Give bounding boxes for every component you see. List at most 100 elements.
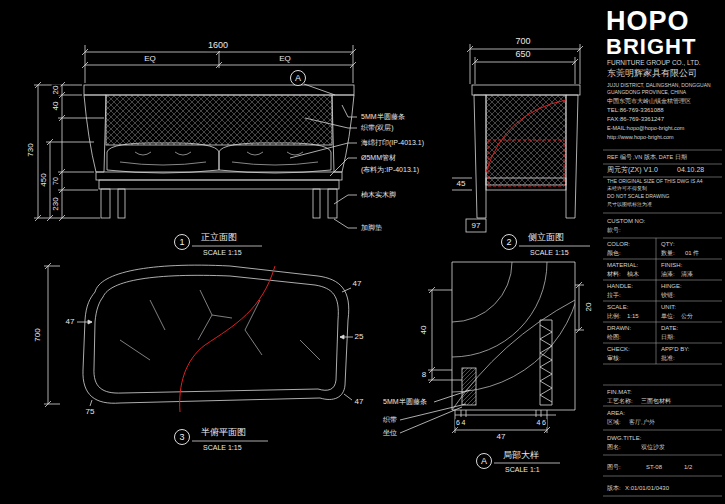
title-block-text: 双位沙发 xyxy=(640,444,666,451)
dimension-text: 700 xyxy=(514,37,531,47)
title-block-text: 版本: xyxy=(606,485,622,492)
callout-text: (布料为:IP-4013.1) xyxy=(360,166,420,174)
title-block-text: ST-08 xyxy=(645,464,663,471)
title-block-text: 单位: xyxy=(660,313,676,320)
title-block-text: 周元芳(ZX) V1.0 xyxy=(606,166,659,174)
view-number-bubble: 3 xyxy=(174,429,190,445)
callout-text: 柚木实木脚 xyxy=(360,191,397,199)
dimension-text: 47 xyxy=(65,318,76,327)
title-block-text: 油漆: xyxy=(660,271,676,278)
logo-text: HOPO xyxy=(605,7,691,37)
title-block-text: DRAWN: xyxy=(606,325,632,332)
title-block-text: QTY: xyxy=(660,241,676,248)
title-block-text: 颜色: xyxy=(606,250,622,257)
title-block-text: APP'D BY: xyxy=(660,346,691,353)
dimension-text: 70 xyxy=(52,176,60,186)
callout-text: 海绵打印(IP-4013.1) xyxy=(360,139,425,147)
title-block-text: FURNITURE GROUP CO., LTD. xyxy=(606,59,702,66)
dimension-text: EQ xyxy=(143,55,157,64)
title-block-text: HINGE: xyxy=(660,283,683,290)
title-block-text: GUANGDONG PROVINCE, CHINA xyxy=(606,90,687,96)
title-block-text: DWG.TITLE: xyxy=(606,435,642,442)
title-block-text: 01 件 xyxy=(684,250,700,257)
title-block-text: 铰链: xyxy=(660,292,676,299)
title-block-text: FIN.MAT: xyxy=(606,389,633,396)
title-block-text: 公分 xyxy=(680,313,694,320)
callout-text: 织带 xyxy=(382,416,398,424)
title-block-grid xyxy=(603,150,722,496)
title-block-text: E-MAIL:hopo@hopo-bright.com xyxy=(606,125,685,131)
bubble-number: A xyxy=(295,74,301,83)
title-block-text: DATE: xyxy=(660,325,679,332)
view-title: 局部大样 xyxy=(502,451,540,461)
dimension-text: 650 xyxy=(514,50,531,60)
view-title: 正立面图 xyxy=(200,233,238,243)
dimension-text: 4 xyxy=(461,419,467,427)
title-block-text: 绘图: xyxy=(606,334,622,341)
dimension-text: 47 xyxy=(354,398,365,407)
dimension-text: 25 xyxy=(354,333,365,342)
view-title: 侧立面图 xyxy=(527,233,565,243)
view-number-bubble: A xyxy=(476,453,492,469)
title-block-text: X:01/01/01/0430 xyxy=(624,485,670,492)
title-block-text: AREA: xyxy=(606,410,626,417)
title-block-text: 批准: xyxy=(660,355,676,362)
title-block-text: 未经许可不得复制 xyxy=(606,186,648,192)
view-number-bubble: 2 xyxy=(501,234,517,250)
title-block-text: 款号: xyxy=(606,227,622,234)
view-number-bubble: A xyxy=(290,70,306,86)
dimension-text: 97 xyxy=(471,222,482,231)
dimension-text: 40 xyxy=(420,325,429,336)
dimension-text: 20 xyxy=(585,302,594,313)
title-block-text: 中国东莞市大岭山镇金桔管理区 xyxy=(606,98,692,104)
dimension-text: 45 xyxy=(456,180,467,189)
dimension-text: 20 xyxy=(52,85,61,96)
title-block-text: 三面包材料 xyxy=(640,398,672,405)
title-block-text: JUJU DISTRICT, DALINGSHAN, DONGGUAN xyxy=(606,83,712,89)
callout-text: 织带(双层) xyxy=(360,124,395,132)
front-elevation xyxy=(34,45,357,246)
logo-text: BRIGHT xyxy=(605,35,697,59)
bubble-number: 2 xyxy=(506,238,511,247)
title-block-text: 比例: xyxy=(606,313,622,320)
title-block-text: 数量: xyxy=(660,250,676,257)
title-block-text: 工艺名称: xyxy=(606,398,634,405)
title-block-text: 材料: xyxy=(606,271,622,278)
dimension-text: 230 xyxy=(52,196,61,211)
callout-text: 5MM半圆藤条 xyxy=(360,113,406,121)
dimension-text: 47 xyxy=(496,433,507,442)
bubble-number: 1 xyxy=(179,238,184,247)
title-block-text: MATERIAL: xyxy=(606,262,639,269)
title-block-text: 审核: xyxy=(606,355,622,362)
plan-view xyxy=(44,263,353,441)
side-elevation xyxy=(452,44,590,246)
title-block-text: TEL:86-769-3361088 xyxy=(606,107,665,114)
callout-text: Ø5MM管材 xyxy=(360,154,397,162)
view-title: 半俯平面图 xyxy=(200,428,247,438)
callout-text: 坐位 xyxy=(382,429,398,437)
plan-red-curve xyxy=(180,266,275,412)
title-block-text: FINISH: xyxy=(660,262,683,269)
title-block-text: CUSTOM NO: xyxy=(606,218,646,225)
title-block-text: UNIT: xyxy=(660,304,677,311)
title-block-text: HANDLE: xyxy=(606,283,634,290)
dimension-text: 450 xyxy=(40,172,49,187)
title-block-text: THE ORIGINAL SIZE OF THIS DWG IS A4 xyxy=(606,179,704,185)
title-block-text: 1/2 xyxy=(683,464,693,471)
title-block-text: 04.10.28 xyxy=(676,166,705,174)
detail-view xyxy=(400,262,584,463)
dimension-text: 75 xyxy=(85,408,96,417)
title-block-text: http://www.hopo-bright.com xyxy=(606,134,675,140)
title-block-text: REF 编号 ,VN 版本, DATE 日期 xyxy=(606,154,688,160)
title-block-text: 图名: xyxy=(606,444,622,451)
dimension-text: 47 xyxy=(352,280,363,289)
title-block-text: 拉手: xyxy=(606,292,622,299)
dimension-text: 1600 xyxy=(207,41,229,51)
title-block-text: SCALE: xyxy=(606,304,629,311)
dimension-text: 8 xyxy=(421,371,427,380)
title-block-text: 区域: xyxy=(606,419,622,426)
callout-text: 5MM半圆藤条 xyxy=(382,398,428,406)
scale-text: SCALE 1:15 xyxy=(529,249,570,257)
title-block-text: 清漆 xyxy=(680,271,694,278)
view-number-bubble: 1 xyxy=(174,234,190,250)
